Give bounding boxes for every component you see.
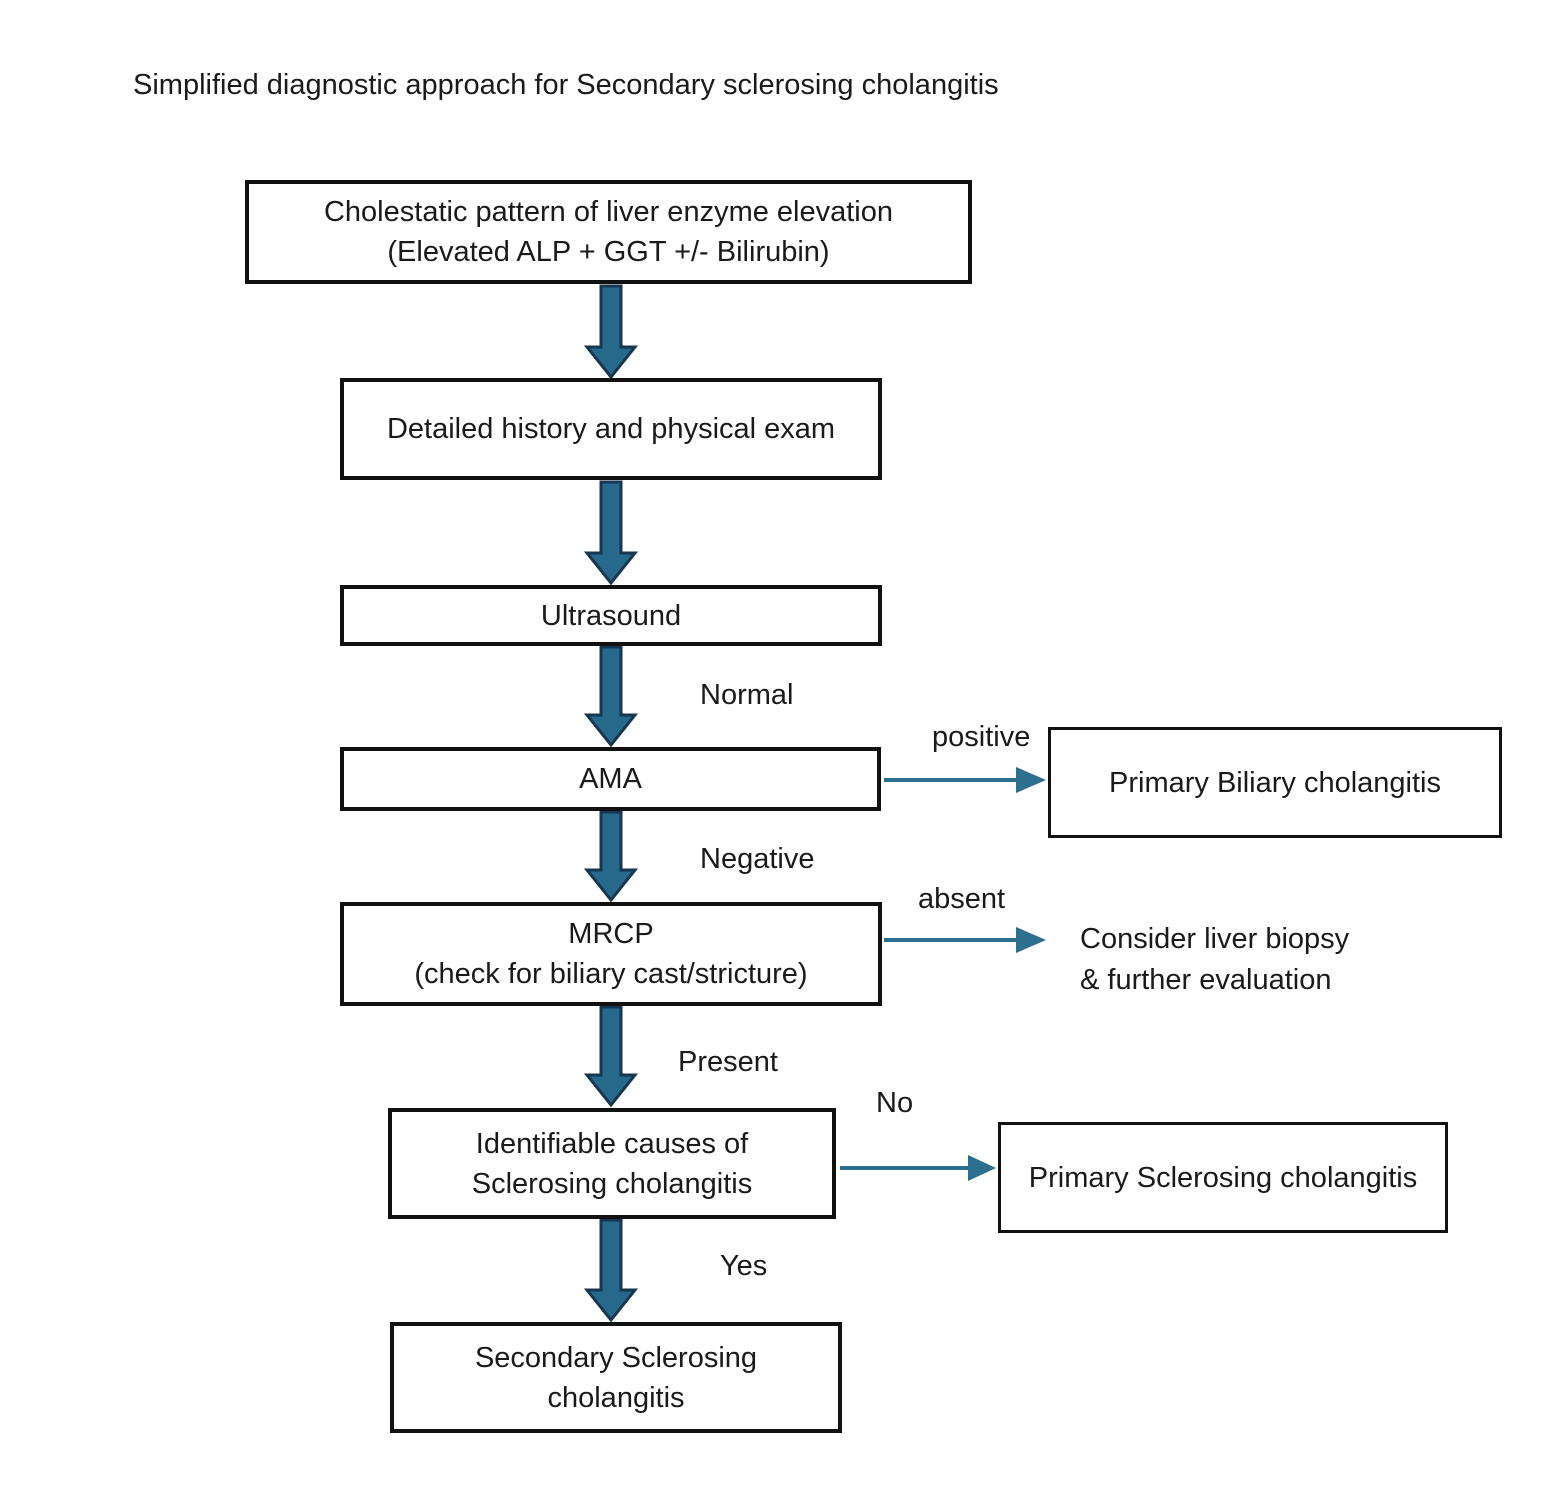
node-primary-sclerosing-cholangitis: Primary Sclerosing cholangitis bbox=[998, 1122, 1448, 1233]
edge-label-present: Present bbox=[678, 1046, 778, 1078]
edge-label-no: No bbox=[876, 1087, 914, 1119]
node-secondary-sclerosing-cholangitis: Secondary Sclerosing cholangitis bbox=[390, 1322, 842, 1433]
node-ama: AMA bbox=[340, 747, 881, 811]
edge-label-yes: Yes bbox=[720, 1250, 768, 1282]
node-ultrasound: Ultrasound bbox=[340, 585, 882, 646]
note-consider-liver-biopsy: Consider liver biopsy & further evaluati… bbox=[1080, 919, 1349, 1001]
arrow-down-identifiable-to-secondary-icon bbox=[583, 1218, 639, 1323]
arrow-down-cholestatic-to-history-icon bbox=[583, 284, 639, 380]
arrow-down-history-to-ultrasound-icon bbox=[583, 480, 639, 586]
node-mrcp-line2: (check for biliary cast/stricture) bbox=[414, 958, 808, 990]
node-history-physical-exam-label: Detailed history and physical exam bbox=[386, 413, 836, 445]
arrow-right-ama-to-pbc-head-icon bbox=[1016, 767, 1046, 793]
arrow-right-identifiable-to-psc-head-icon bbox=[968, 1155, 996, 1181]
edge-label-positive: positive bbox=[932, 721, 1031, 753]
edge-label-normal: Normal bbox=[700, 679, 794, 711]
node-identifiable-causes-line2: Sclerosing cholangitis bbox=[471, 1167, 753, 1200]
node-primary-sclerosing-cholangitis-label: Primary Sclerosing cholangitis bbox=[1028, 1161, 1418, 1194]
note-consider-liver-biopsy-line2: & further evaluation bbox=[1080, 964, 1332, 996]
node-ama-label: AMA bbox=[579, 763, 642, 795]
node-cholestatic-pattern-line2: (Elevated ALP + GGT +/- Bilirubin) bbox=[387, 236, 830, 268]
node-primary-biliary-cholangitis-label: Primary Biliary cholangitis bbox=[1109, 766, 1441, 799]
node-secondary-sclerosing-cholangitis-line2: cholangitis bbox=[547, 1381, 685, 1414]
arrow-down-ultrasound-to-ama-icon bbox=[583, 645, 639, 748]
node-ultrasound-label: Ultrasound bbox=[540, 599, 682, 632]
note-consider-liver-biopsy-line1: Consider liver biopsy bbox=[1080, 923, 1350, 955]
node-cholestatic-pattern: Cholestatic pattern of liver enzyme elev… bbox=[245, 180, 972, 284]
node-identifiable-causes: Identifiable causes of Sclerosing cholan… bbox=[388, 1108, 836, 1219]
node-primary-biliary-cholangitis: Primary Biliary cholangitis bbox=[1048, 727, 1502, 838]
node-mrcp: MRCP (check for biliary cast/stricture) bbox=[340, 902, 882, 1006]
node-history-physical-exam: Detailed history and physical exam bbox=[340, 378, 882, 480]
diagram-title: Simplified diagnostic approach for Secon… bbox=[133, 69, 999, 101]
arrow-right-mrcp-to-biopsy-head-icon bbox=[1016, 927, 1046, 953]
node-cholestatic-pattern-line1: Cholestatic pattern of liver enzyme elev… bbox=[323, 196, 893, 228]
arrow-down-ama-to-mrcp-icon bbox=[583, 810, 639, 903]
edge-label-absent: absent bbox=[918, 883, 1006, 915]
node-identifiable-causes-line1: Identifiable causes of bbox=[475, 1127, 749, 1160]
node-secondary-sclerosing-cholangitis-line1: Secondary Sclerosing bbox=[474, 1341, 758, 1374]
edge-label-negative: Negative bbox=[700, 843, 815, 875]
node-mrcp-line1: MRCP bbox=[568, 918, 654, 950]
arrow-down-mrcp-to-identifiable-icon bbox=[583, 1005, 639, 1108]
